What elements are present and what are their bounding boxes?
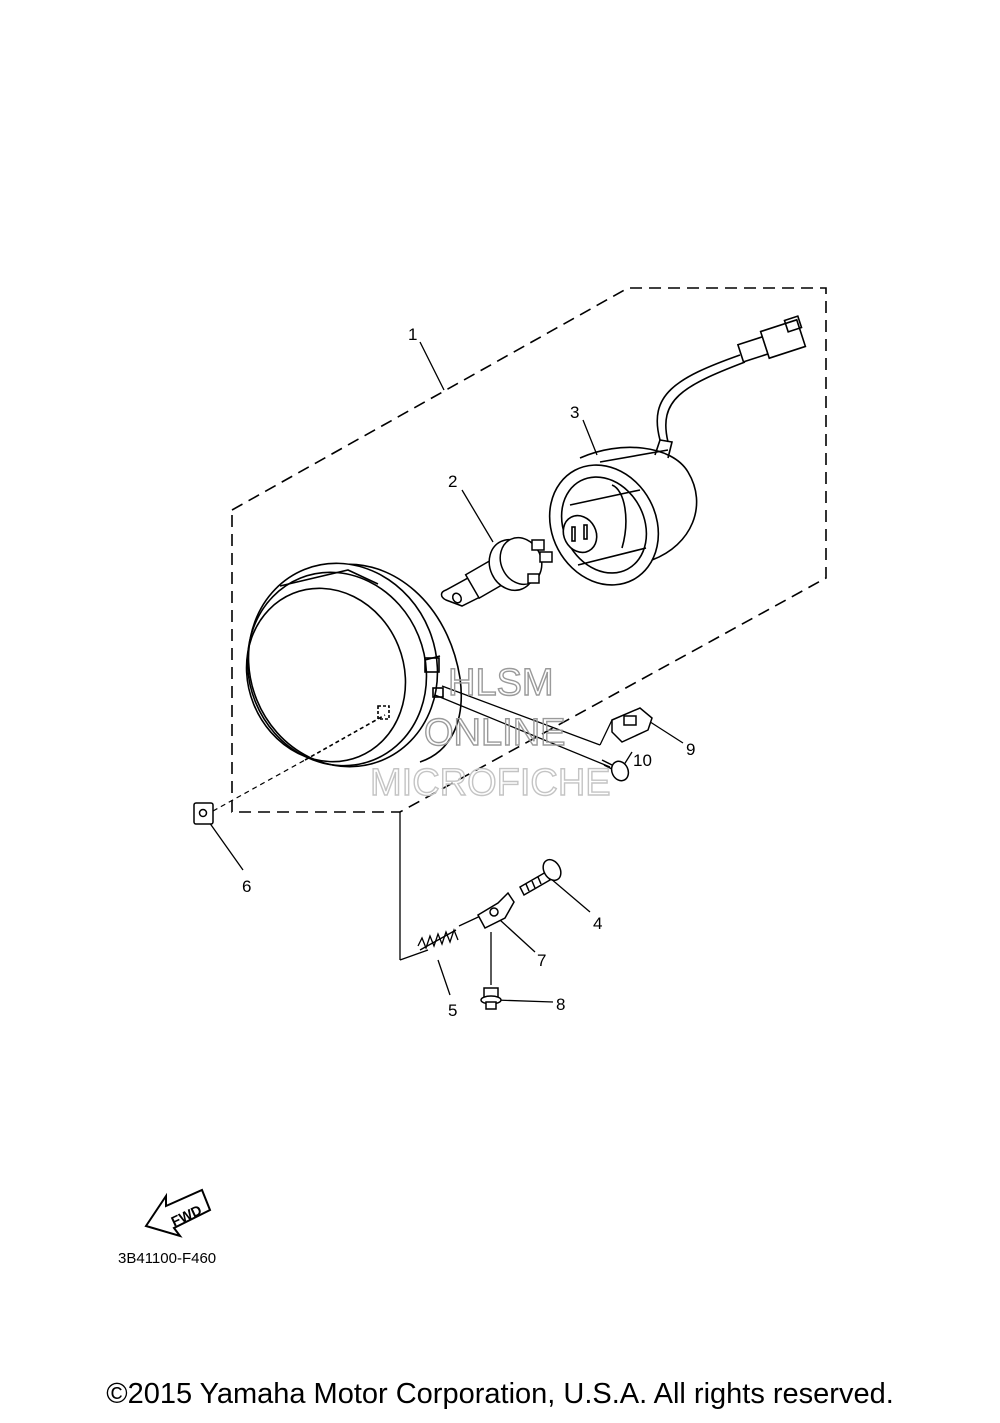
headlight-unit	[245, 562, 462, 768]
watermark-line-1: HLSM	[448, 662, 554, 704]
adjuster-spring	[417, 928, 459, 951]
callout-10: 10	[633, 751, 652, 770]
assembly-outline-dashed	[231, 287, 827, 813]
callout-5: 5	[448, 1001, 457, 1020]
nut-to-housing-guide	[212, 759, 306, 812]
adjusting-bolt	[519, 858, 562, 897]
callout-4: 4	[593, 914, 602, 933]
callout-6: 6	[242, 877, 251, 896]
headlight-bulb	[440, 536, 553, 607]
callout-2: 2	[448, 472, 457, 491]
adjuster-bracket	[477, 891, 515, 929]
square-nut	[193, 802, 214, 825]
callout-8: 8	[556, 995, 565, 1014]
bracket-screw	[480, 987, 502, 1010]
copyright-notice: ©2015 Yamaha Motor Corporation, U.S.A. A…	[106, 1378, 894, 1410]
diagram-code: 3B41100-F460	[118, 1250, 216, 1267]
watermark: HLSM ONLINE MICROFICHE	[369, 661, 611, 804]
callout-3: 3	[570, 403, 579, 422]
bulb-socket-cover	[548, 315, 807, 586]
tapping-screw	[601, 759, 630, 782]
callout-1: 1	[408, 325, 417, 344]
callout-7: 7	[537, 951, 546, 970]
mounting-clip	[611, 707, 653, 743]
watermark-line-3: MICROFICHE	[370, 762, 611, 804]
watermark-line-2: ONLINE	[424, 712, 565, 754]
callout-9: 9	[686, 740, 695, 759]
forward-direction-arrow: FWD	[144, 1188, 212, 1238]
